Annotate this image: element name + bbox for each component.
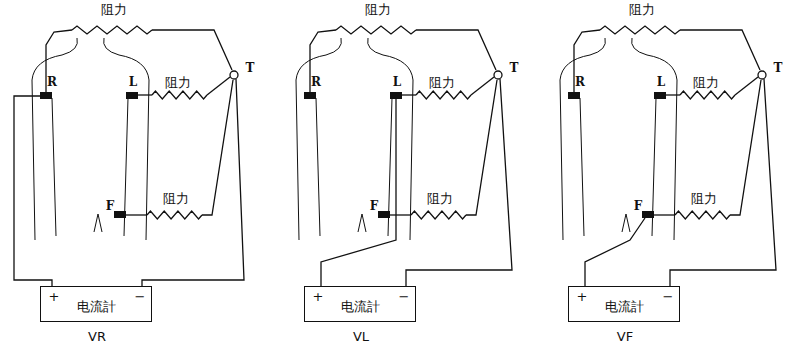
polarity-sign: − (135, 290, 146, 303)
wire (14, 96, 52, 286)
wire (585, 218, 645, 286)
wire (654, 214, 675, 215)
resistor-label: 阻力 (427, 192, 453, 205)
electrode-label: F (370, 200, 379, 212)
lead-name: VF (617, 330, 633, 343)
electrode (378, 211, 390, 218)
resistor-symbol (336, 26, 416, 34)
electrode-label: R (575, 76, 585, 88)
wire (471, 77, 494, 95)
lead-name: VR (88, 330, 106, 343)
polarity-sign: + (49, 290, 60, 303)
resistor-label: 阻力 (163, 192, 189, 205)
wire (406, 79, 512, 286)
electrode (304, 92, 316, 99)
polarity-sign: − (399, 290, 410, 303)
body-outline (622, 214, 630, 232)
wire (126, 214, 147, 215)
body-outline (296, 38, 341, 240)
electrode (568, 92, 580, 99)
polarity-sign: − (663, 290, 674, 303)
body-outline (358, 214, 366, 232)
resistor-label: 阻力 (693, 76, 719, 89)
electrode-label: F (106, 200, 115, 212)
electrode (40, 92, 52, 99)
terminal-label: T (510, 62, 519, 74)
body-outline (580, 98, 584, 236)
wire (416, 30, 496, 70)
body-outline (52, 98, 56, 236)
wire (574, 30, 600, 92)
resistor-label: 阻力 (165, 76, 191, 89)
wire (666, 94, 680, 95)
resistor-label: 阻力 (101, 3, 127, 16)
galvanometer-label: 电流計 (341, 292, 380, 316)
wire (138, 94, 152, 95)
resistor-label: 阻力 (365, 3, 391, 16)
wire (680, 30, 760, 70)
wire (670, 79, 776, 286)
resistor-symbol (416, 91, 471, 99)
wire (46, 30, 72, 92)
resistor-symbol (72, 26, 152, 34)
lead-panel (560, 26, 776, 286)
central-terminal (494, 71, 502, 79)
wire (310, 30, 336, 92)
wire (390, 214, 411, 215)
wire (466, 80, 497, 215)
electrode-label: R (47, 76, 57, 88)
wire (207, 77, 230, 95)
central-terminal (230, 71, 238, 79)
lead-name: VL (353, 330, 369, 343)
electrode (642, 211, 654, 218)
galvanometer-label: 电流計 (77, 292, 116, 316)
body-outline (94, 214, 102, 232)
resistor-label: 阻力 (691, 192, 717, 205)
resistor-symbol (680, 91, 735, 99)
polarity-sign: + (577, 290, 588, 303)
resistor-symbol (675, 211, 730, 219)
wire (735, 77, 758, 95)
wire (142, 79, 244, 286)
body-outline (368, 38, 413, 240)
central-terminal (758, 71, 766, 79)
galvanometer-label: 电流計 (605, 292, 644, 316)
electrode (114, 211, 126, 218)
terminal-label: T (246, 62, 255, 74)
body-outline (632, 38, 677, 240)
body-outline (316, 98, 320, 236)
electrode (654, 92, 666, 99)
body-outline (560, 38, 605, 240)
electrode-label: L (657, 76, 665, 88)
resistor-symbol (147, 211, 202, 219)
terminal-label: T (774, 62, 783, 74)
body-outline (104, 38, 149, 240)
resistor-symbol (152, 91, 207, 99)
body-outline (32, 38, 77, 240)
wire (152, 30, 232, 70)
electrode-label: R (311, 76, 321, 88)
resistor-symbol (600, 26, 680, 34)
wire (202, 80, 233, 215)
resistor-label: 阻力 (629, 3, 655, 16)
wire (321, 99, 396, 286)
lead-panel (14, 26, 244, 286)
resistor-label: 阻力 (429, 76, 455, 89)
electrode (126, 92, 138, 99)
electrode-label: F (634, 200, 643, 212)
resistor-symbol (411, 211, 466, 219)
polarity-sign: + (313, 290, 324, 303)
wire (402, 94, 416, 95)
wire (730, 80, 761, 215)
electrode-label: L (129, 76, 137, 88)
lead-panel (296, 26, 512, 286)
electrode (390, 92, 402, 99)
electrode-label: L (393, 76, 401, 88)
